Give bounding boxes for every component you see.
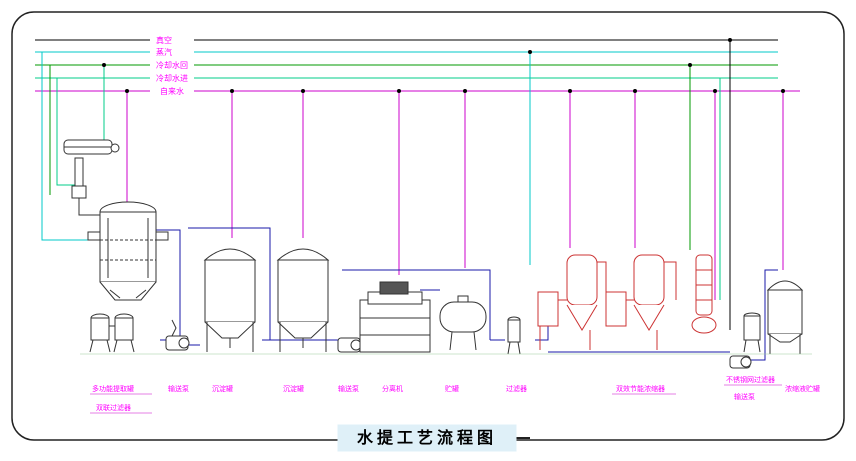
pipeline-label-cooling-in: 冷却水进 — [156, 73, 188, 83]
label-settling-tank-2: 沉淀罐 — [283, 384, 304, 393]
title-box — [337, 424, 517, 452]
pump-3 — [729, 355, 752, 369]
double-effect-evaporator — [537, 254, 677, 350]
label-pump-3: 输送泵 — [734, 392, 755, 401]
utility-drops — [41, 40, 784, 330]
settling-tank-1 — [203, 248, 257, 352]
pipeline-label-tap-water: 自来水 — [160, 86, 184, 96]
label-filter: 过滤器 — [506, 384, 527, 393]
pump-1 — [165, 319, 190, 351]
label-concentrate-tank: 浓缩液贮罐 — [785, 384, 820, 393]
extraction-tank — [87, 201, 169, 301]
process-lines — [150, 227, 778, 361]
label-settling-tank-1: 沉淀罐 — [212, 384, 233, 393]
label-pump-2: 输送泵 — [338, 384, 359, 393]
title-bar: 水提工艺流程图 — [337, 424, 530, 452]
diagram-title: 水提工艺流程图 — [357, 428, 497, 447]
label-extraction-tank: 多功能提取罐 — [92, 384, 134, 393]
evaporator-condenser — [691, 254, 717, 334]
equipment-labels: 多功能提取罐 双联过滤器 输送泵 沉淀罐 沉淀罐 输送泵 分离机 贮罐 过滤器 … — [90, 375, 820, 414]
concentrate-tank — [766, 280, 804, 354]
pipeline-label-steam: 蒸汽 — [156, 47, 172, 57]
separator — [359, 281, 431, 353]
label-pump-1: 输送泵 — [168, 384, 189, 393]
storage-tank — [439, 295, 487, 351]
duplex-filter — [89, 313, 135, 353]
pipeline-labels: 真空 蒸汽 冷却水回 冷却水进 自来水 — [150, 34, 194, 96]
label-separator: 分离机 — [382, 384, 403, 393]
mesh-filter — [743, 312, 761, 353]
junction-dots — [102, 38, 785, 93]
pipeline-label-vacuum: 真空 — [156, 35, 172, 45]
pipeline-label-cooling-return: 冷却水回 — [156, 60, 188, 70]
label-duplex-filter: 双联过滤器 — [96, 403, 131, 412]
label-mesh-filter: 不锈钢网过滤器 — [726, 375, 775, 384]
label-evaporator: 双效节能浓缩器 — [616, 384, 665, 393]
settling-tank-2 — [276, 248, 330, 352]
pump-2 — [337, 337, 362, 353]
condenser-assembly — [63, 139, 120, 216]
label-storage-tank: 贮罐 — [445, 384, 459, 393]
filter — [507, 316, 521, 355]
